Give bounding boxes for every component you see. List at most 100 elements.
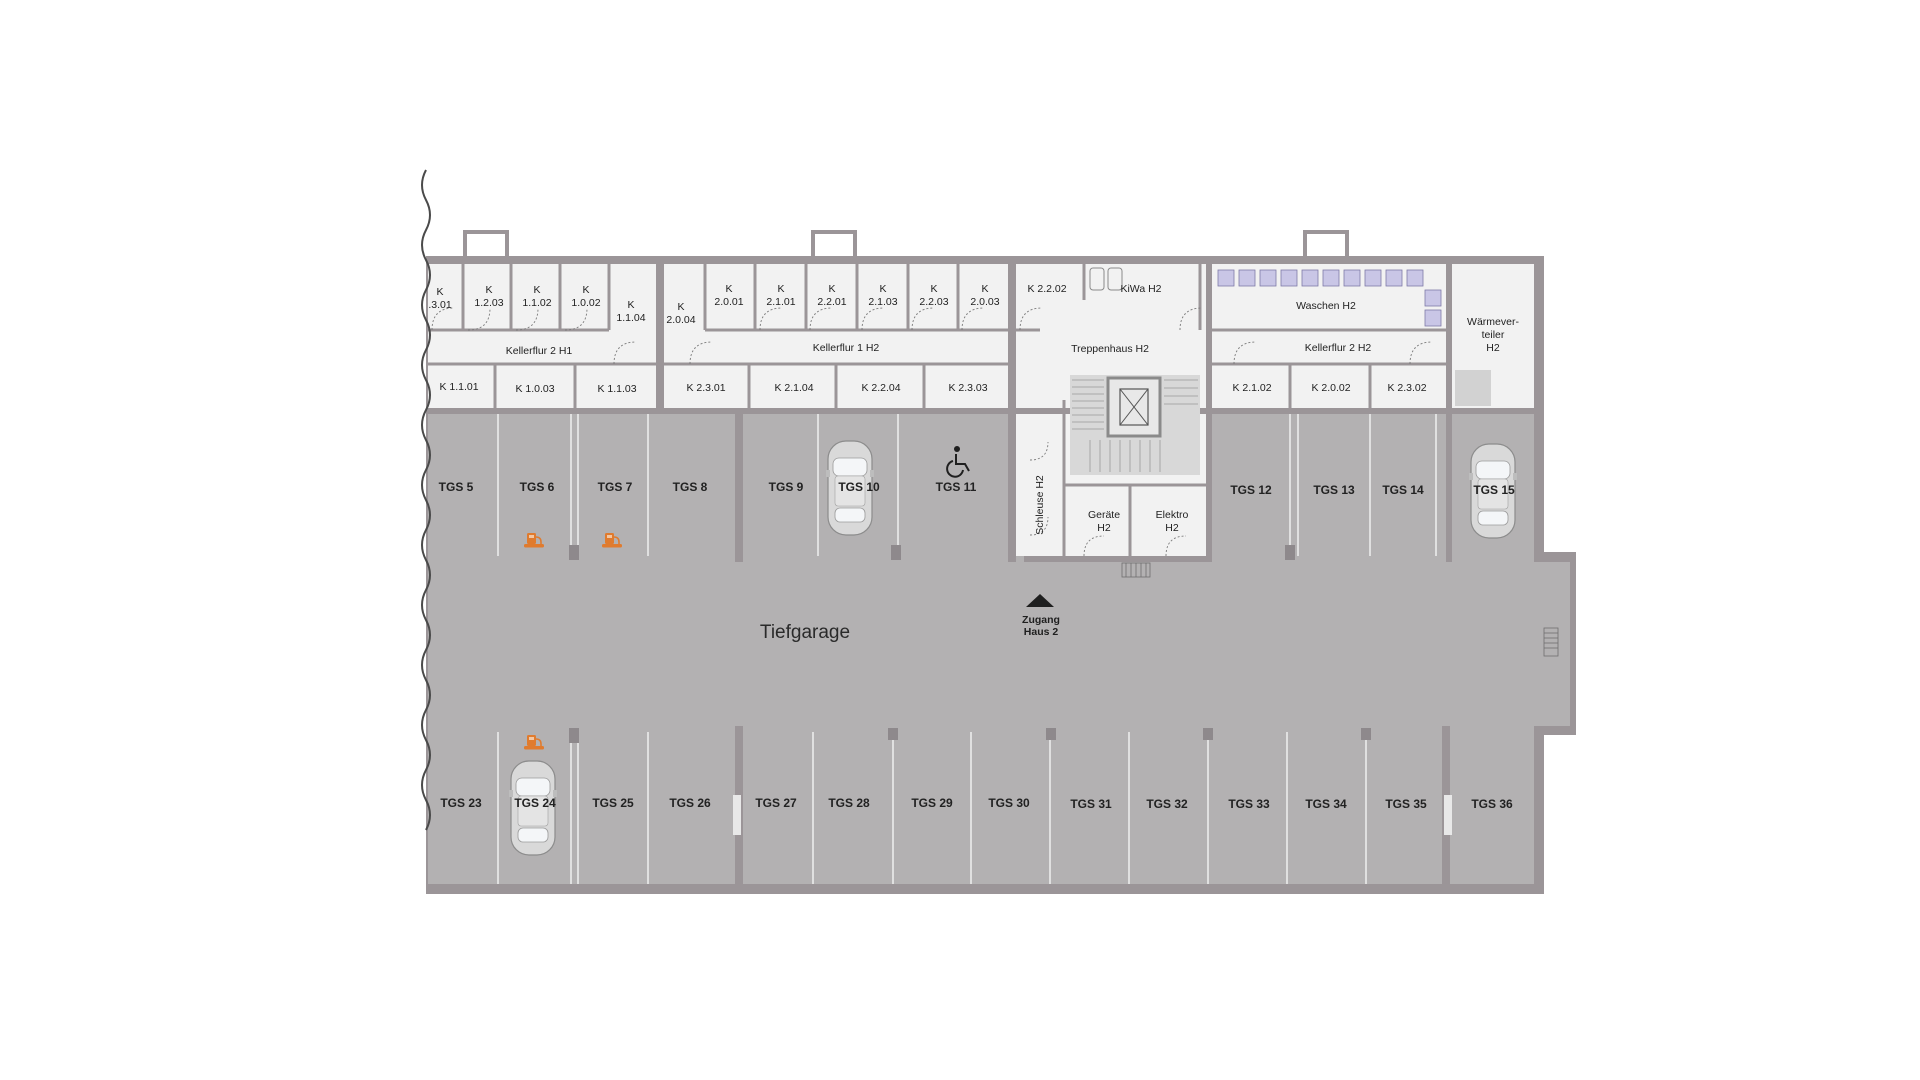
room-k-1-1-04-bottom: 1.1.04 — [616, 312, 645, 324]
room-k-1-2-03-bottom: 1.2.03 — [474, 297, 503, 309]
room-k-1-0-03: K 1.0.03 — [515, 383, 554, 395]
parking-tgs-11: TGS 11 — [936, 480, 977, 494]
room-k-1-0-02-top: K — [582, 284, 589, 296]
wall-segment — [656, 264, 664, 414]
room-k-2-1-04: K 2.1.04 — [774, 382, 813, 394]
room-k-1-1-04-top: K — [627, 299, 634, 311]
room-k-1-0-02-bottom: 1.0.02 — [571, 297, 600, 309]
walls-west — [428, 264, 656, 408]
parking-tgs-24: TGS 24 — [514, 796, 556, 810]
entrance-arrow-icon — [1026, 594, 1054, 607]
storage-block-west — [428, 264, 656, 408]
room-k-2-0-02: K 2.0.02 — [1311, 382, 1350, 394]
parking-tgs-23: TGS 23 — [440, 796, 482, 810]
door-swings — [431, 307, 1433, 557]
parking-tgs-27: TGS 27 — [755, 796, 797, 810]
cut-line — [421, 169, 431, 831]
room-k-1-3-01-bottom: .3.01 — [428, 299, 452, 311]
entrance-label-1: Zugang — [1022, 614, 1060, 626]
room-waermeverteiler-1: Wärmever- — [1467, 316, 1519, 328]
parking-tgs-12: TGS 12 — [1230, 483, 1272, 497]
room-elektro-1: Elektro — [1156, 509, 1189, 521]
room-k-1-1-02-top: K — [533, 284, 540, 296]
parking-row-top — [428, 414, 1024, 562]
room-k-2-0-03-bottom: 2.0.03 — [970, 296, 999, 308]
room-treppenhaus: Treppenhaus H2 — [1071, 343, 1149, 355]
stroller-icon — [1089, 267, 1123, 291]
room-k-2-1-03-bottom: 2.1.03 — [868, 296, 897, 308]
room-k-2-2-03-top: K — [930, 283, 937, 295]
wall-segment — [428, 408, 1534, 414]
room-k-2-0-01-bottom: 2.0.01 — [714, 296, 743, 308]
parking-tgs-33: TGS 33 — [1228, 797, 1270, 811]
room-geraete-1: Geräte — [1088, 509, 1120, 521]
room-elektro-2: H2 — [1165, 522, 1179, 534]
elevator-icon — [1119, 388, 1149, 426]
parking-tgs-13: TGS 13 — [1313, 483, 1355, 497]
garage-aisle — [428, 562, 1570, 726]
room-schleuse: Schleuse H2 — [1034, 475, 1046, 535]
room-waermeverteiler-2: teiler — [1482, 329, 1505, 341]
room-k-2-2-01-top: K — [828, 283, 835, 295]
room-waschen: Waschen H2 — [1296, 300, 1356, 312]
room-k-1-1-02-bottom: 1.1.02 — [522, 297, 551, 309]
room-k-2-2-03-bottom: 2.2.03 — [919, 296, 948, 308]
vent-grille-icon — [1121, 562, 1559, 657]
walls-core — [1016, 264, 1206, 556]
room-kiwa: KiWa H2 — [1120, 283, 1161, 295]
room-k-2-2-04: K 2.2.04 — [861, 382, 900, 394]
parking-tgs-30: TGS 30 — [988, 796, 1030, 810]
room-k-2-2-01-bottom: 2.2.01 — [817, 296, 846, 308]
light-shaft — [463, 230, 509, 260]
corridor-kellerflur-2-h1: Kellerflur 2 H1 — [506, 345, 573, 357]
walls-east — [1210, 264, 1451, 408]
room-k-2-1-01-bottom: 2.1.01 — [766, 296, 795, 308]
laundry-block — [1210, 264, 1446, 408]
parking-tgs-25: TGS 25 — [592, 796, 634, 810]
entrance-label-2: Haus 2 — [1024, 626, 1059, 638]
walls-middle — [664, 264, 1008, 408]
room-k-1-1-01: K 1.1.01 — [439, 381, 478, 393]
parking-tgs-6: TGS 6 — [520, 480, 555, 494]
parking-tgs-14: TGS 14 — [1382, 483, 1424, 497]
parking-tgs-10: TGS 10 — [838, 480, 880, 494]
room-k-2-0-01-top: K — [725, 283, 732, 295]
light-shaft — [1303, 230, 1349, 260]
parking-tgs-31: TGS 31 — [1070, 797, 1112, 811]
wheelchair-icon — [946, 446, 970, 478]
room-k-2-1-02: K 2.1.02 — [1232, 382, 1271, 394]
light-shaft — [811, 230, 857, 260]
bay-lines — [497, 414, 1437, 884]
parking-row-bottom — [428, 726, 1534, 884]
room-k-2-0-04-top: K — [677, 301, 684, 313]
corridor-kellerflur-1-h2: Kellerflur 1 H2 — [813, 342, 880, 354]
corridor-kellerflur-2-h2: Kellerflur 2 H2 — [1305, 342, 1372, 354]
parking-tgs-15: TGS 15 — [1473, 483, 1515, 497]
room-k-2-2-02: K 2.2.02 — [1027, 283, 1066, 295]
parking-tgs-9: TGS 9 — [769, 480, 804, 494]
parking-tgs-8: TGS 8 — [673, 480, 708, 494]
room-k-1-1-03: K 1.1.03 — [597, 383, 636, 395]
parking-tgs-29: TGS 29 — [911, 796, 953, 810]
room-k-2-1-03-top: K — [879, 283, 886, 295]
parking-tgs-5: TGS 5 — [439, 480, 474, 494]
stair-core — [1070, 375, 1200, 475]
columns — [569, 545, 1452, 835]
room-k-2-3-03: K 2.3.03 — [948, 382, 987, 394]
parking-tgs-32: TGS 32 — [1146, 797, 1188, 811]
parking-tgs-36: TGS 36 — [1471, 797, 1513, 811]
wall-segment — [1446, 408, 1452, 562]
room-waermeverteiler-3: H2 — [1486, 342, 1500, 354]
parking-tgs-26: TGS 26 — [669, 796, 711, 810]
room-k-2-1-01-top: K — [777, 283, 784, 295]
room-k-1-2-03-top: K — [485, 284, 492, 296]
room-k-2-3-01: K 2.3.01 — [686, 382, 725, 394]
parking-tgs-7: TGS 7 — [598, 480, 633, 494]
room-k-1-3-01-top: K — [436, 286, 443, 298]
wall-segment — [735, 414, 743, 562]
room-geraete-2: H2 — [1097, 522, 1111, 534]
room-k-2-3-02: K 2.3.02 — [1387, 382, 1426, 394]
garage-title: Tiefgarage — [760, 622, 850, 643]
room-k-2-0-03-top: K — [981, 283, 988, 295]
